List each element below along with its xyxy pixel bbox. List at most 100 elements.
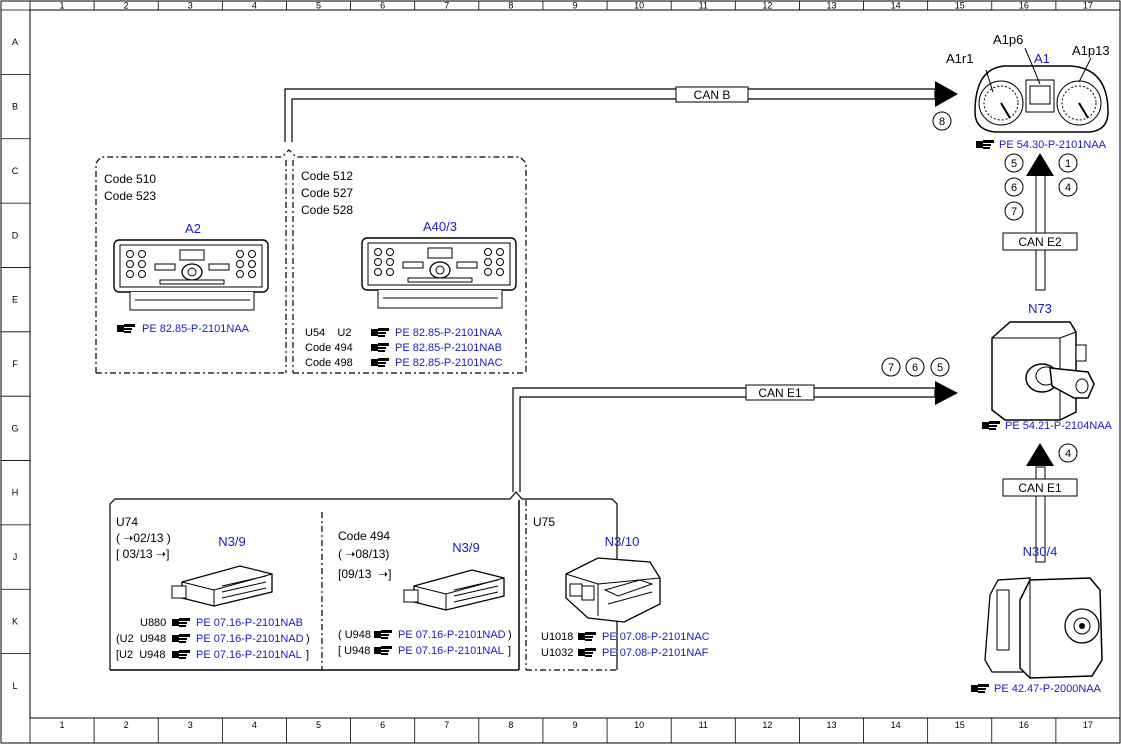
- a2-radio-drawing: [113, 239, 269, 311]
- a40-ref-code-0: U54 U2: [305, 327, 351, 339]
- grid-col-4: 4: [252, 720, 257, 730]
- c494-ref-1[interactable]: PE 07.16-P-2101NAL: [398, 645, 504, 657]
- grid-col-15: 15: [955, 1, 965, 11]
- a40-ref-0[interactable]: PE 82.85-P-2101NAA: [395, 327, 503, 339]
- can-e1-markers: 7 6 5 4: [881, 357, 1078, 463]
- grid-row-C: C: [12, 166, 19, 176]
- a2-code-0: Code 510: [104, 172, 156, 186]
- grid-col-2: 2: [124, 720, 129, 730]
- cluster-id: A1: [1034, 51, 1050, 66]
- esp-ref[interactable]: PE 42.47-P-2000NAA: [994, 683, 1102, 695]
- c494-date2: [09/13 ➝]: [338, 567, 391, 581]
- can-e2-bus: CAN E2: [1002, 153, 1078, 291]
- u75-ref-0[interactable]: PE 07.08-P-2101NAC: [602, 631, 710, 643]
- grid-col-13: 13: [826, 720, 836, 730]
- u75-ecu-drawing: [565, 557, 661, 623]
- u74-ref-1[interactable]: PE 07.16-P-2101NAD: [196, 633, 304, 645]
- grid-col-5: 5: [316, 720, 321, 730]
- grid-col-4: 4: [252, 1, 257, 11]
- c494-close-0: ): [508, 629, 512, 641]
- cluster-sub-mid: A1p6: [993, 32, 1023, 47]
- svg-text:5: 5: [1011, 158, 1017, 170]
- a40-ref-code-2: Code 498: [305, 357, 353, 369]
- a2-id: A2: [185, 221, 201, 236]
- u74-ref-code-0: U880: [140, 617, 166, 629]
- grid-row-G: G: [11, 423, 18, 433]
- svg-text:5: 5: [937, 362, 943, 374]
- c494-ecu-drawing: [403, 569, 505, 611]
- c494-id: N3/9: [452, 540, 479, 555]
- a40-code-2: Code 528: [301, 203, 353, 217]
- cluster-ref[interactable]: PE 54.30-P-2101NAA: [999, 139, 1107, 151]
- grid-col-17: 17: [1083, 1, 1093, 11]
- grid-row-K: K: [12, 616, 18, 626]
- c494-code: Code 494: [338, 529, 390, 543]
- radio-a2: Code 510 Code 523 A2 PE 82.85-P-2101NAA: [104, 172, 269, 335]
- svg-text:7: 7: [1011, 206, 1017, 218]
- u74-ecu-drawing: [171, 565, 273, 607]
- c494-ref-code-1: [ U948: [338, 645, 370, 657]
- u75-ref-1[interactable]: PE 07.08-P-2101NAF: [602, 647, 709, 659]
- u75-id: N3/10: [605, 534, 640, 549]
- grid-col-8: 8: [508, 720, 513, 730]
- u75-ref-code-0: U1018: [541, 631, 573, 643]
- grid-col-15: 15: [955, 720, 965, 730]
- instrument-cluster: A1r1 A1p6 A1 A1p13 PE 54.30-P-2101NAA: [946, 32, 1110, 151]
- marker-8: 8: [932, 111, 952, 131]
- a40-id: A40/3: [423, 219, 457, 234]
- ecu-code-494: Code 494 ( ➝08/13) [09/13 ➝] N3/9 ( U948…: [338, 529, 512, 657]
- c494-date1: ( ➝08/13): [338, 547, 389, 561]
- can-e1-lower-bus: CAN E1: [1002, 443, 1078, 563]
- grid-col-3: 3: [188, 1, 193, 11]
- u74-close-1: ): [306, 633, 310, 645]
- grid-col-1: 1: [60, 720, 65, 730]
- grid-col-14: 14: [891, 720, 901, 730]
- c494-ref-0[interactable]: PE 07.16-P-2101NAD: [398, 629, 506, 641]
- grid-row-B: B: [12, 102, 18, 112]
- svg-text:4: 4: [1065, 182, 1071, 194]
- ecu-u74: U74 ( ➝02/13 ) [ 03/13 ➝] N3/9 U880 PE 0…: [116, 515, 310, 661]
- grid-col-14: 14: [891, 1, 901, 11]
- esp-id: N30/4: [1023, 544, 1058, 559]
- a2-ref[interactable]: PE 82.85-P-2101NAA: [142, 323, 250, 335]
- grid-col-10: 10: [634, 720, 644, 730]
- u74-ref-2[interactable]: PE 07.16-P-2101NAL: [196, 649, 302, 661]
- a40-ref-1[interactable]: PE 82.85-P-2101NAB: [395, 342, 502, 354]
- grid-col-2: 2: [124, 1, 129, 11]
- u74-id: N3/9: [218, 534, 245, 549]
- grid-row-J: J: [13, 552, 18, 562]
- radio-a40-3: Code 512 Code 527 Code 528 A40/3 U54 U2 …: [301, 169, 517, 369]
- grid-col-12: 12: [762, 720, 772, 730]
- grid-col-16: 16: [1019, 1, 1029, 11]
- u75-ref-code-1: U1032: [541, 647, 573, 659]
- svg-text:1: 1: [1065, 158, 1071, 170]
- esp-control-unit: N30/4 PE 42.47-P-2000NAA: [971, 544, 1103, 695]
- a40-ref-2[interactable]: PE 82.85-P-2101NAC: [395, 357, 503, 369]
- grid-col-8: 8: [508, 1, 513, 11]
- ecu-u75: U75 N3/10 U1018 PE 07.08-P-2101NAC U1032…: [533, 515, 710, 659]
- grid-col-11: 11: [699, 720, 708, 730]
- ignition-ref[interactable]: PE 54.21-P-2104NAA: [1005, 420, 1113, 432]
- ecu-group: [109, 491, 618, 671]
- grid-col-3: 3: [188, 720, 193, 730]
- cluster-sub-right: A1p13: [1072, 43, 1110, 58]
- grid-col-9: 9: [572, 720, 577, 730]
- u74-close-2: ]: [306, 649, 309, 661]
- grid-col-6: 6: [380, 1, 385, 11]
- a2-code-1: Code 523: [104, 189, 156, 203]
- u74-ref-0[interactable]: PE 07.16-P-2101NAB: [196, 617, 303, 629]
- svg-text:6: 6: [1011, 182, 1017, 194]
- grid-row-L: L: [12, 681, 17, 691]
- grid-row-A: A: [12, 37, 18, 47]
- u74-date2: [ 03/13 ➝]: [116, 547, 169, 561]
- grid-col-11: 11: [699, 1, 708, 11]
- u74-date1: ( ➝02/13 ): [116, 531, 171, 545]
- grid-col-7: 7: [444, 720, 449, 730]
- can-e1-bus: CAN E1: [512, 381, 958, 492]
- grid-col-10: 10: [634, 1, 644, 11]
- grid-col-16: 16: [1019, 720, 1029, 730]
- a40-code-0: Code 512: [301, 169, 353, 183]
